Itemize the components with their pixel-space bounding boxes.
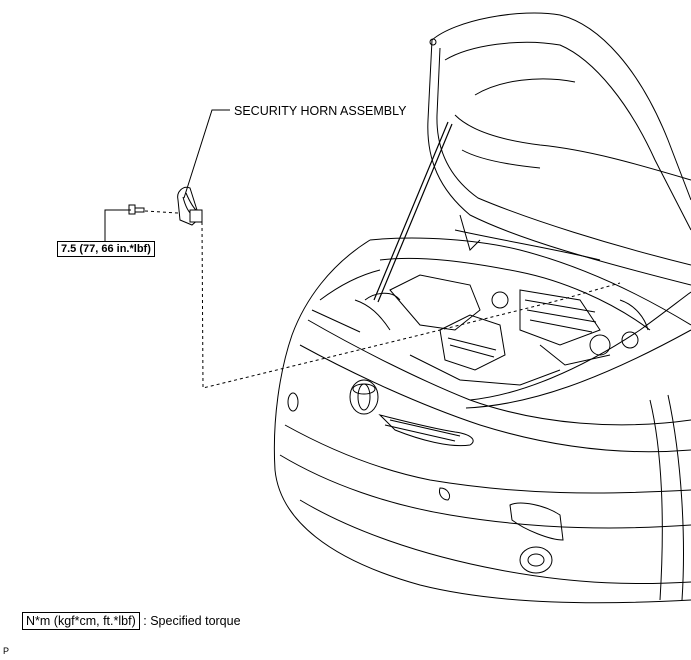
installation-path [144, 210, 621, 389]
hood-support-rod [373, 121, 453, 303]
torque-spec-box: 7.5 (77, 66 in.*lbf) [57, 241, 155, 257]
vehicle-front-body [273, 237, 691, 604]
bolt-icon [128, 204, 145, 215]
toyota-emblem [349, 379, 379, 415]
figure-code: P [3, 646, 10, 656]
engine-compartment [354, 214, 651, 386]
headlight [378, 414, 474, 447]
legend: N*m (kgf*cm, ft.*lbf) : Specified torque [22, 612, 241, 630]
part-callout-label: SECURITY HORN ASSEMBLY [234, 104, 407, 118]
fog-lamp [509, 502, 564, 574]
leader-lines [104, 109, 230, 241]
open-hood [427, 12, 691, 286]
torque-unit-box: N*m (kgf*cm, ft.*lbf) [22, 612, 140, 630]
legend-description: Specified torque [150, 614, 241, 628]
side-marker [287, 392, 451, 501]
legend-separator: : [143, 614, 147, 628]
security-horn-icon [177, 186, 203, 226]
